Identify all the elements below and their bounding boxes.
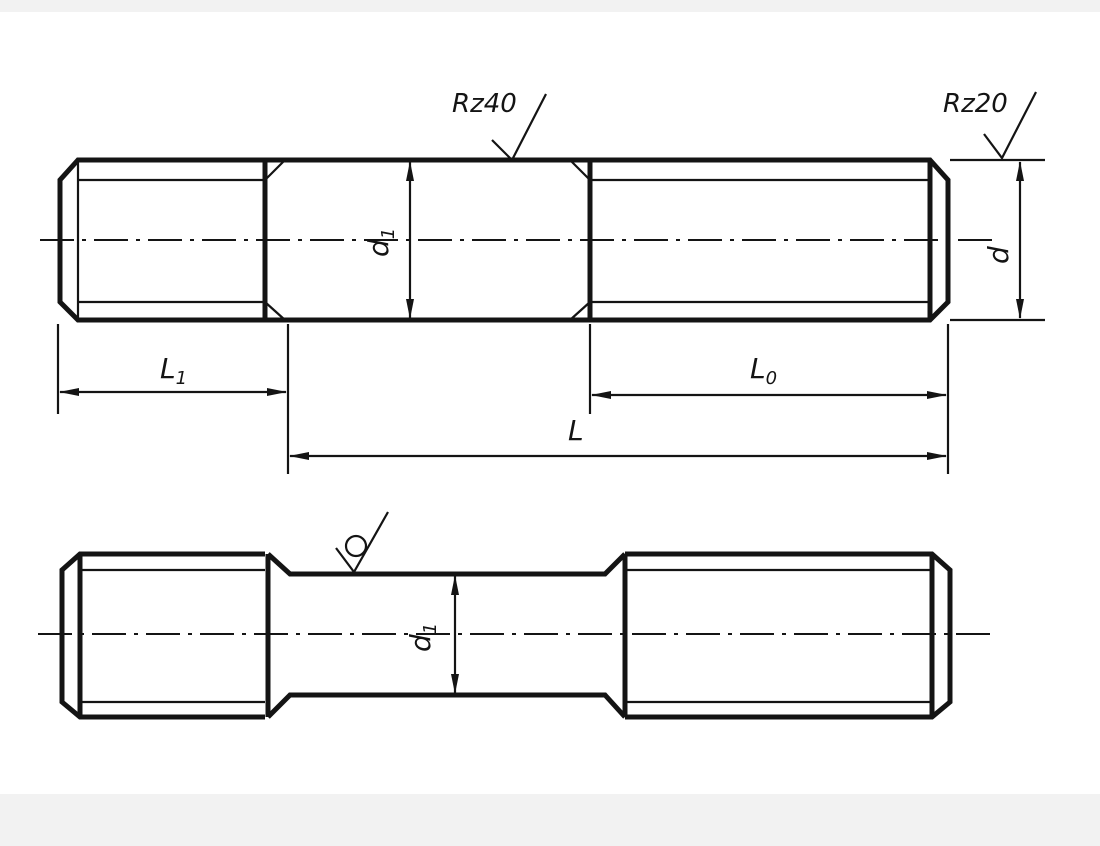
stud-bolt-drawing: d1 d L1 L0 L Rz40 Rz20 (38, 89, 1045, 720)
lower-left-thread-outline (59, 551, 265, 720)
upper-d1-label: d1 (362, 228, 399, 257)
roughness-symbol-rz40: Rz40 (452, 89, 547, 162)
svg-text:Rz20: Rz20 (943, 89, 1008, 119)
svg-text:Rz40: Rz40 (452, 89, 517, 119)
upper-left-shank-chamfer-bottom (264, 301, 286, 321)
lower-reduced-shank-top (266, 552, 627, 577)
L1-label: L1 (160, 352, 187, 389)
lower-reduced-shank-bottom (266, 692, 627, 719)
upper-left-shank-chamfer-top (264, 159, 286, 181)
drawing-sheet: d1 d L1 L0 L Rz40 Rz20 (0, 12, 1100, 794)
L-label: L (568, 414, 584, 447)
roughness-symbol-unmachined (335, 511, 389, 575)
upper-d-label: d (982, 246, 1015, 264)
roughness-symbol-rz20: Rz20 (943, 89, 1037, 161)
lower-stud-view: d1 (38, 511, 995, 720)
lower-d1-label: d1 (404, 623, 441, 652)
upper-right-shank-chamfer-top (569, 159, 591, 181)
upper-right-shank-chamfer-bottom (569, 301, 591, 321)
lower-right-thread-outline (625, 551, 953, 720)
L0-label: L0 (750, 352, 777, 389)
upper-stud-view: d1 d L1 L0 L Rz40 Rz20 (40, 89, 1045, 474)
